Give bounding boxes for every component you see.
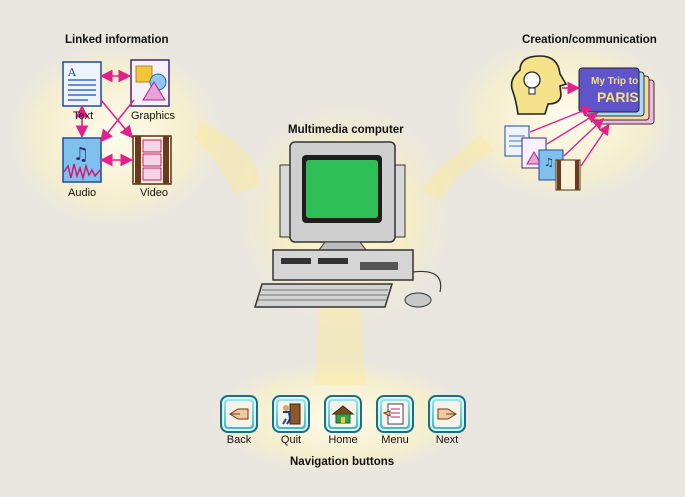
home-button[interactable]	[324, 395, 362, 433]
beam-right	[420, 135, 495, 200]
card-title-line1: My Trip to	[591, 76, 639, 87]
beam-bottom	[315, 300, 365, 385]
video-label: Video	[140, 187, 168, 199]
next-label: Next	[435, 434, 459, 446]
next-hand-icon	[434, 401, 460, 427]
linked-glow	[0, 35, 230, 235]
graphics-label: Graphics	[131, 110, 176, 122]
video-icon	[132, 135, 172, 185]
text-doc-icon: A	[62, 61, 102, 107]
card-title-line2: PARIS	[597, 89, 639, 105]
text-label: Text	[73, 110, 94, 122]
mini-media-stack: ♫	[504, 125, 581, 191]
audio-label: Audio	[68, 187, 97, 199]
svg-text:A: A	[67, 66, 77, 79]
quit-door-icon	[278, 401, 304, 427]
linked-information-title: Linked information	[65, 34, 169, 46]
menu-button[interactable]	[376, 395, 414, 433]
navigation-buttons-title: Navigation buttons	[290, 456, 395, 468]
quit-label: Quit	[280, 434, 302, 446]
computer-illustration	[253, 141, 442, 308]
back-hand-icon	[226, 401, 252, 427]
paris-cards	[578, 67, 655, 125]
audio-icon: ♫	[62, 137, 102, 183]
next-button[interactable]	[428, 395, 466, 433]
beam-left	[195, 120, 260, 195]
svg-text:♫: ♫	[73, 144, 89, 165]
home-label: Home	[328, 434, 358, 446]
svg-text:♫: ♫	[544, 156, 554, 169]
link-arrows	[75, 69, 135, 167]
back-label: Back	[226, 434, 252, 446]
back-button[interactable]	[220, 395, 258, 433]
idea-head-icon	[510, 55, 568, 115]
menu-label: Menu	[381, 434, 409, 446]
creation-communication-title: Creation/communication	[522, 34, 657, 46]
creation-arrows	[529, 105, 610, 167]
menu-list-icon	[382, 401, 408, 427]
home-house-icon	[330, 401, 356, 427]
quit-button[interactable]	[272, 395, 310, 433]
graphics-icon	[130, 59, 170, 107]
multimedia-computer-title: Multimedia computer	[288, 124, 404, 136]
